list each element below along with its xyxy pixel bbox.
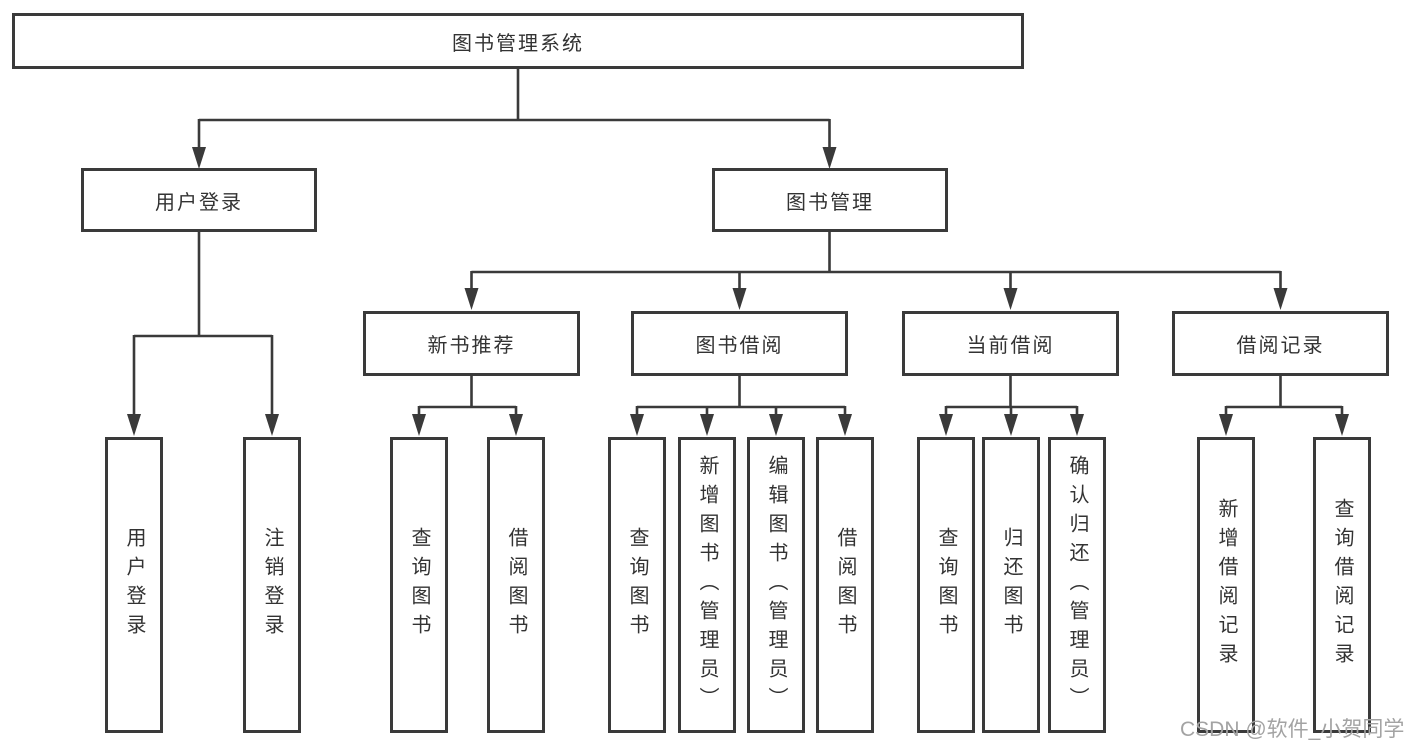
arrowhead — [1335, 414, 1349, 436]
leaf-borrow-books-recommend-label: 借阅图书 — [505, 527, 527, 643]
connector-root-to-level2 — [197, 69, 831, 148]
leaf-logout-label: 注销登录 — [261, 527, 283, 643]
arrowhead — [509, 414, 523, 436]
leaf-user-login: 用户登录 — [105, 437, 163, 733]
tree-node-borrow-records: 借阅记录 — [1172, 311, 1389, 376]
leaf-add-borrow-record: 新增借阅记录 — [1197, 437, 1255, 733]
leaf-logout: 注销登录 — [243, 437, 301, 733]
arrowhead — [1219, 414, 1233, 436]
connector-bookmgmt-to-level3 — [470, 232, 1282, 289]
tree-node-current-borrow-label: 当前借阅 — [966, 335, 1055, 357]
tree-node-new-book-recommend-label: 新书推荐 — [427, 335, 516, 357]
leaf-return-book: 归还图书 — [982, 437, 1040, 733]
leaf-add-book-admin-label: 新增图书（管理员） — [696, 454, 718, 716]
leaf-borrow-books-recommend: 借阅图书 — [487, 437, 545, 733]
arrowhead — [939, 414, 953, 436]
arrowhead — [412, 414, 426, 436]
leaf-query-books-borrow: 查询图书 — [608, 437, 666, 733]
leaf-query-books-current: 查询图书 — [917, 437, 975, 733]
leaf-borrow-books-label: 借阅图书 — [834, 527, 856, 643]
tree-node-user-login-label: 用户登录 — [155, 191, 243, 214]
connector-bookborrow-to-children — [635, 376, 847, 415]
leaf-query-borrow-record: 查询借阅记录 — [1313, 437, 1371, 733]
arrowhead — [838, 414, 852, 436]
connector-currentborrow-to-children — [944, 376, 1079, 415]
arrowhead — [464, 288, 479, 310]
connector-borrowrecord-to-children — [1224, 376, 1344, 415]
arrowhead — [630, 414, 644, 436]
leaf-add-book-admin: 新增图书（管理员） — [678, 437, 736, 733]
tree-node-book-management: 图书管理 — [712, 168, 948, 232]
leaf-add-borrow-record-label: 新增借阅记录 — [1215, 498, 1237, 672]
arrowhead — [1273, 288, 1288, 310]
leaf-return-book-label: 归还图书 — [1000, 527, 1022, 643]
tree-node-new-book-recommend: 新书推荐 — [363, 311, 580, 376]
tree-node-borrow-records-label: 借阅记录 — [1236, 335, 1325, 357]
leaf-user-login-label: 用户登录 — [123, 527, 145, 643]
leaf-query-books-recommend-label: 查询图书 — [408, 527, 430, 643]
tree-node-book-borrow: 图书借阅 — [631, 311, 848, 376]
connector-newbook-to-children — [417, 376, 518, 415]
leaf-query-books-current-label: 查询图书 — [935, 527, 957, 643]
connector-userlogin-to-children — [132, 232, 274, 415]
tree-node-user-login: 用户登录 — [81, 168, 317, 232]
arrowhead — [1070, 414, 1084, 436]
tree-node-book-management-label: 图书管理 — [786, 191, 874, 214]
arrowhead — [127, 414, 141, 436]
leaf-confirm-return-admin-label: 确认归还（管理员） — [1066, 454, 1088, 716]
arrowhead — [192, 147, 206, 169]
arrowhead — [769, 414, 783, 436]
arrowhead — [700, 414, 714, 436]
tree-node-root: 图书管理系统 — [12, 13, 1024, 69]
leaf-query-books-borrow-label: 查询图书 — [626, 527, 648, 643]
leaf-edit-book-admin-label: 编辑图书（管理员） — [765, 454, 787, 716]
leaf-query-books-recommend: 查询图书 — [390, 437, 448, 733]
arrowhead — [732, 288, 747, 310]
arrowheads — [127, 147, 1349, 436]
tree-node-root-label: 图书管理系统 — [452, 32, 584, 55]
leaf-query-borrow-record-label: 查询借阅记录 — [1331, 498, 1353, 672]
arrowhead — [1004, 414, 1018, 436]
arrowhead — [265, 414, 279, 436]
leaf-borrow-books: 借阅图书 — [816, 437, 874, 733]
tree-node-book-borrow-label: 图书借阅 — [695, 335, 784, 357]
leaf-edit-book-admin: 编辑图书（管理员） — [747, 437, 805, 733]
arrowhead — [1003, 288, 1018, 310]
leaf-confirm-return-admin: 确认归还（管理员） — [1048, 437, 1106, 733]
csdn-watermark: CSDN @软件_小贺同学 — [1180, 718, 1405, 741]
arrowhead — [822, 147, 837, 169]
tree-node-current-borrow: 当前借阅 — [902, 311, 1119, 376]
